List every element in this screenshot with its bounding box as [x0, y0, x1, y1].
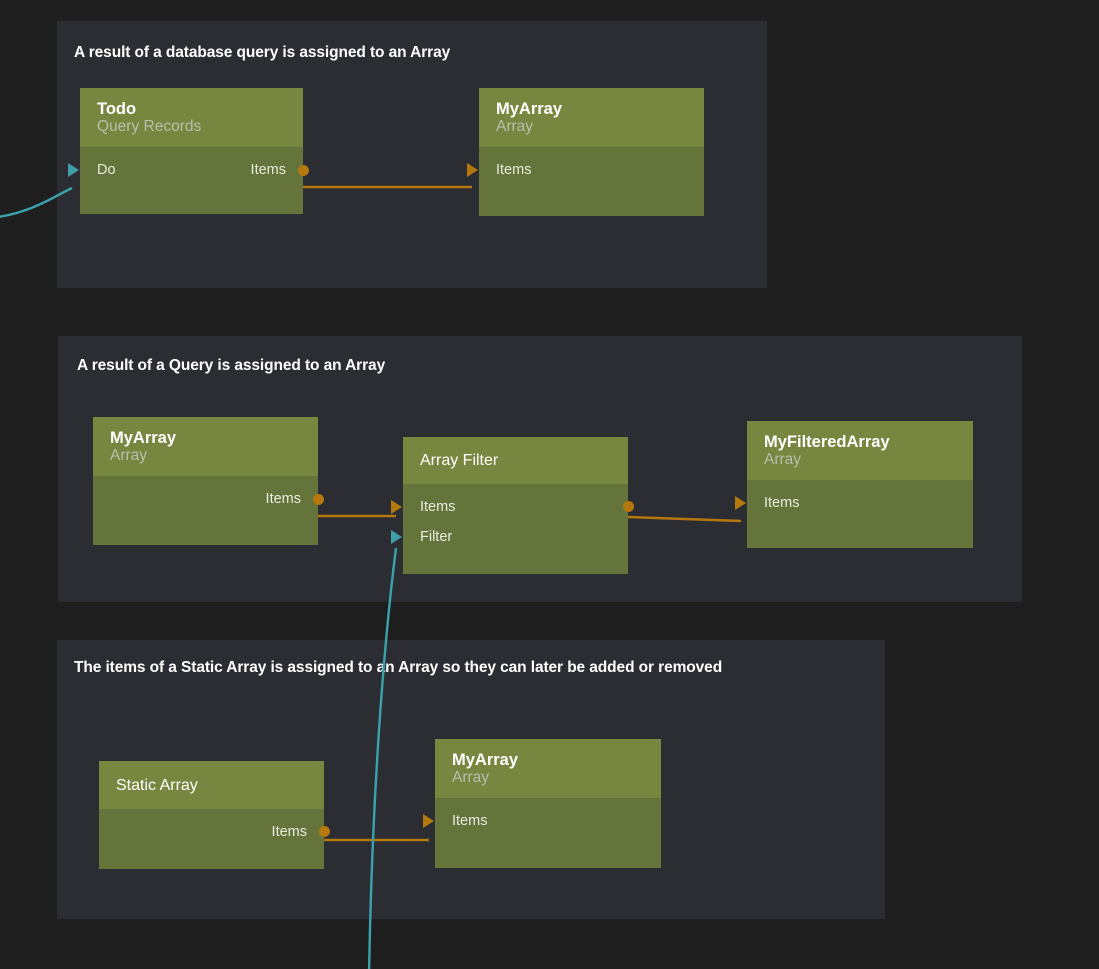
node-subtitle: Array [452, 769, 490, 787]
node-header: Array Filter [403, 437, 628, 484]
node-subtitle: Array [110, 447, 148, 465]
node-subtitle: Array [496, 118, 534, 136]
node-header: MyArray Array [479, 88, 704, 148]
node-header: Todo Query Records [80, 88, 303, 148]
port-label-in: Items [452, 812, 488, 829]
port-label-in: Do [97, 161, 116, 178]
node-body: Items [99, 808, 330, 869]
node-myarray-1[interactable]: MyArray Array Items [467, 88, 704, 216]
node-header: MyArray Array [93, 417, 318, 477]
port-label-in: Filter [420, 528, 453, 545]
node-body: Items Filter [391, 483, 634, 574]
node-header: Static Array [99, 761, 324, 809]
data-output-port-icon[interactable] [623, 501, 634, 513]
data-input-port-icon[interactable] [735, 496, 746, 511]
panel-title: A result of a Query is assigned to an Ar… [77, 357, 386, 374]
port-row: Items [99, 817, 330, 847]
node-body: Items [423, 798, 661, 868]
data-input-port-icon[interactable] [391, 499, 402, 514]
port-row: Items [93, 484, 324, 514]
node-title: Static Array [116, 777, 198, 794]
port-label-in: Items [764, 494, 800, 511]
node-title: Array Filter [420, 452, 499, 469]
port-label-in: Items [420, 498, 456, 515]
node-title: MyArray [452, 751, 519, 769]
port-row: Items [391, 492, 634, 522]
node-body: Do Items [68, 147, 309, 214]
data-input-port-icon[interactable] [467, 163, 478, 178]
data-output-port-icon[interactable] [313, 493, 324, 505]
node-body: Items [735, 480, 973, 548]
node-header: MyArray Array [435, 739, 661, 799]
data-input-port-icon[interactable] [423, 814, 434, 829]
node-static-array[interactable]: Static Array Items [99, 761, 330, 869]
node-header: MyFilteredArray Array [747, 421, 973, 481]
node-title: MyArray [110, 429, 177, 447]
exec-input-port-icon[interactable] [68, 163, 79, 178]
panel-title: The items of a Static Array is assigned … [74, 659, 723, 676]
node-title: MyFilteredArray [764, 433, 890, 451]
port-row: Items [467, 155, 704, 185]
data-output-port-icon[interactable] [319, 826, 330, 838]
data-output-port-icon[interactable] [298, 164, 309, 176]
node-title: MyArray [496, 100, 563, 118]
node-title: Todo [97, 100, 137, 118]
node-myarray-2[interactable]: MyArray Array Items [93, 417, 324, 545]
port-label-out: Items [250, 161, 286, 178]
node-subtitle: Array [764, 451, 802, 469]
node-myarray-3[interactable]: MyArray Array Items [423, 739, 661, 868]
node-body: Items [467, 147, 704, 216]
port-label-out: Items [271, 823, 307, 840]
panel-title: A result of a database query is assigned… [74, 44, 451, 61]
node-body: Items [93, 476, 324, 545]
port-row: Do Items [68, 155, 309, 185]
port-row: Items [423, 806, 661, 836]
port-label-out: Items [265, 490, 301, 507]
node-array-filter[interactable]: Array Filter Items Filter [391, 437, 634, 574]
node-todo[interactable]: Todo Query Records Do Items [68, 88, 309, 214]
node-myfilteredarray[interactable]: MyFilteredArray Array Items [735, 421, 973, 548]
port-row: Filter [391, 522, 628, 552]
port-label-in: Items [496, 161, 532, 178]
exec-input-port-icon[interactable] [391, 529, 402, 544]
port-row: Items [735, 488, 973, 518]
node-subtitle: Query Records [97, 118, 202, 136]
